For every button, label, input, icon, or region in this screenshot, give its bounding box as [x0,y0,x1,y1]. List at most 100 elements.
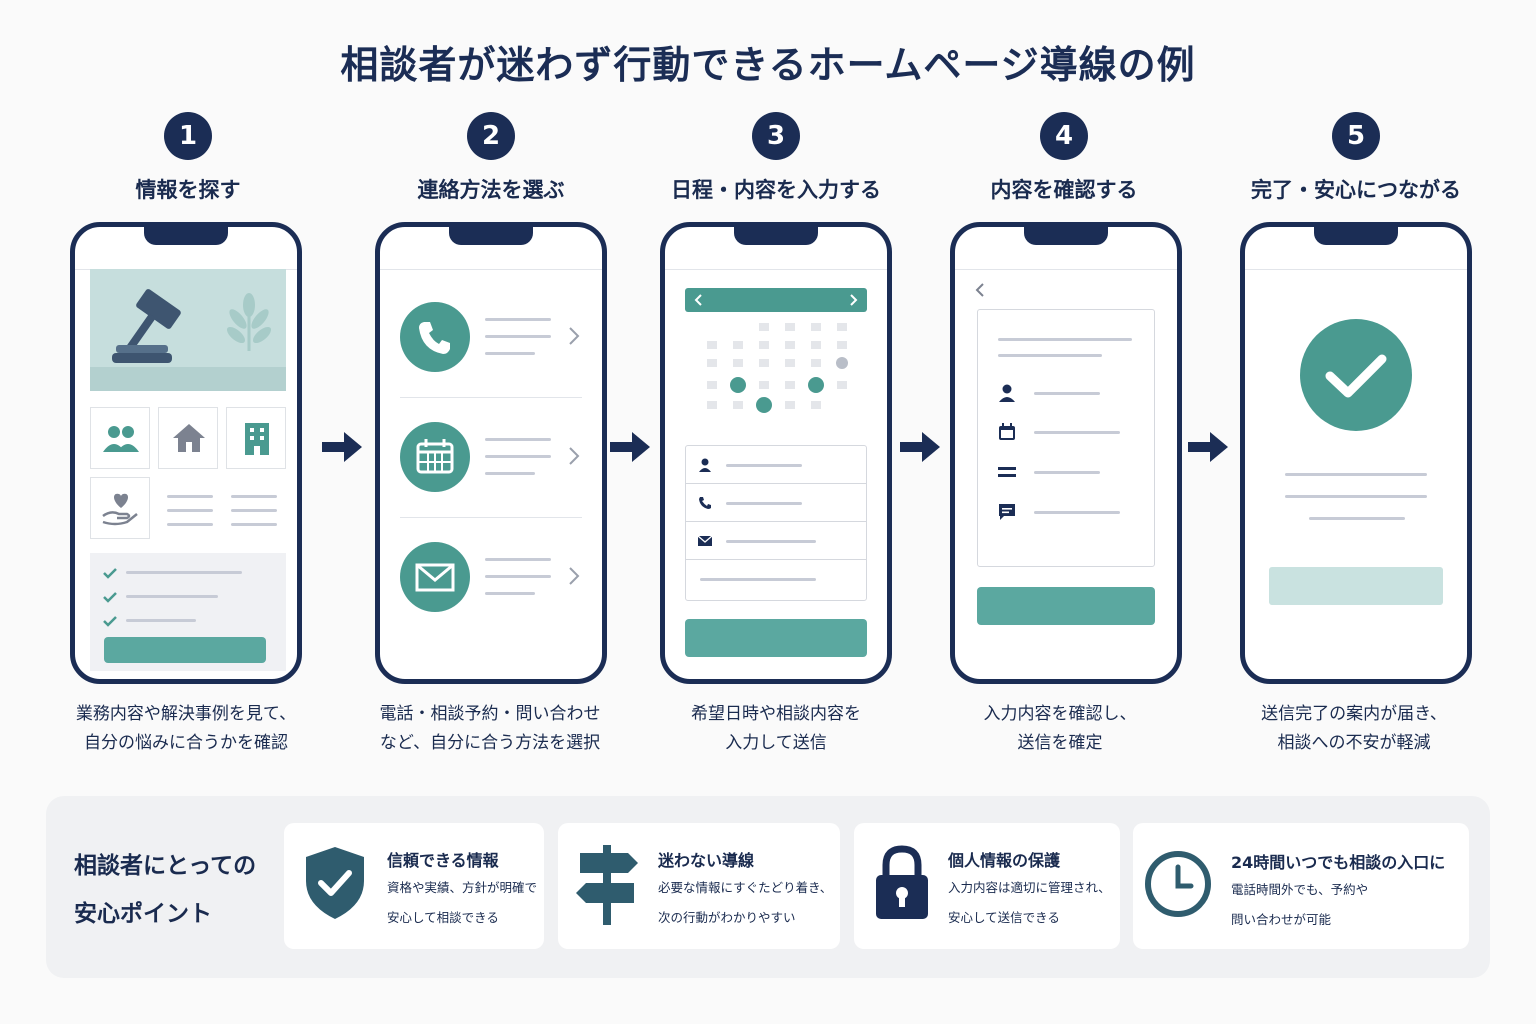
divider [665,269,887,270]
card-description-line: 入力内容は適切に管理され、 [948,880,1111,895]
step-2-header: 2 連絡方法を選ぶ [341,112,641,204]
calendar-grid[interactable] [685,319,867,419]
step-2-description: 電話・相談予約・問い合わせ など、自分に合う方法を選択 [330,700,650,758]
name-field[interactable] [686,446,866,484]
point-card-24hours: 24時間いつでも相談の入口に 電話時間外でも、予約や 問い合わせが可能 [1133,823,1469,949]
chevron-left-icon[interactable] [693,293,703,307]
step-1-description: 業務内容や解決事例を見て、 自分の悩みに合うかを確認 [26,700,346,758]
chevron-right-icon [569,447,580,465]
leaf-icon [226,293,272,351]
message-icon [999,504,1015,520]
divider [1245,269,1467,270]
step-4-header: 4 内容を確認する [914,112,1214,204]
text-line [1034,471,1100,474]
phone-notch [734,227,818,245]
phone-step-2 [375,222,607,684]
arrow-right-icon [1188,432,1228,462]
panel-heading: 相談者にとっての 安心ポイント [74,842,274,938]
text-line [1309,517,1405,520]
divider [400,397,582,398]
card-title: 24時間いつでも相談の入口に [1231,853,1446,872]
phone-step-4 [950,222,1182,684]
contact-option-reservation[interactable] [380,402,602,512]
card-description: 資格や実績、方針が明確で 安心して相談できる [387,873,537,933]
description-line: など、自分に合う方法を選択 [379,733,601,753]
mail-icon [697,535,713,546]
card-description-line: 電話時間外でも、予約や [1231,882,1369,897]
description-line: 電話・相談予約・問い合わせ [379,704,601,724]
submit-button[interactable] [685,619,867,657]
text-line [998,354,1102,357]
phone-notch [144,227,228,245]
panel-heading-line: 相談者にとっての [74,853,257,879]
text-line [1285,495,1427,498]
category-tile[interactable] [226,407,286,469]
gavel-icon [112,289,181,363]
check-icon [103,568,117,579]
phone-icon [699,497,711,509]
message-field[interactable] [686,560,866,600]
description-line: 自分の悩みに合うかを確認 [84,733,288,753]
card-title: 個人情報の保護 [948,851,1061,870]
hero-banner [90,269,286,391]
description-line: 相談への不安が軽減 [1277,733,1431,753]
card-description-line: 問い合わせが可能 [1231,912,1332,927]
card-description: 必要な情報にすぐたどり着き、 次の行動がわかりやすい [658,873,832,933]
contact-option-mail[interactable] [380,522,602,632]
person-icon [999,384,1015,402]
step-number: 3 [752,112,800,160]
step-3-header: 3 日程・内容を入力する [626,112,926,204]
step-title: 連絡方法を選ぶ [417,178,565,202]
step-1-header: 1 情報を探す [38,112,338,204]
category-tile[interactable] [90,477,150,539]
text-line [126,571,242,574]
people-icon [103,426,139,452]
email-field[interactable] [686,522,866,560]
step-title: 日程・内容を入力する [671,178,881,202]
building-icon [245,423,269,455]
calendar-icon [400,422,470,492]
confirm-button[interactable] [977,587,1155,625]
step-title: 内容を確認する [990,178,1138,202]
card-description: 入力内容は適切に管理され、 安心して送信できる [948,873,1111,933]
phone-step-3 [660,222,892,684]
contact-option-phone[interactable] [380,282,602,392]
divider [955,269,1177,270]
text-line [485,558,551,561]
category-tile[interactable] [158,407,218,469]
category-tile[interactable] [90,407,150,469]
chevron-right-icon[interactable] [849,293,859,307]
text-line [726,502,802,505]
card-description-line: 必要な情報にすぐたどり着き、 [658,880,833,895]
card-description-line: 次の行動がわかりやすい [658,910,796,925]
chevron-right-icon [569,567,580,585]
consult-button[interactable] [104,637,266,663]
step-4-description: 入力内容を確認し、 送信を確定 [900,700,1220,758]
divider [400,517,582,518]
signpost-icon [576,845,638,925]
back-chevron-icon[interactable] [975,282,985,298]
clock-icon [1145,851,1211,917]
step-5-description: 送信完了の案内が届き、 相談への不安が軽減 [1194,700,1514,758]
divider [380,269,602,270]
phone-field[interactable] [686,484,866,522]
phone-notch [449,227,533,245]
step-number: 4 [1040,112,1088,160]
text-line [485,575,551,578]
text-line [998,338,1132,341]
confirmation-card [977,309,1155,567]
text-line [167,509,213,512]
home-button[interactable] [1269,567,1443,605]
arrow-right-icon [322,432,362,462]
check-icon [103,616,117,627]
checklist-box [90,553,286,671]
card-description: 電話時間外でも、予約や 問い合わせが可能 [1231,875,1368,935]
point-card-navigation: 迷わない導線 必要な情報にすぐたどり着き、 次の行動がわかりやすい [558,823,840,949]
description-line: 希望日時や相談内容を [691,704,861,724]
mail-icon [400,542,470,612]
phone-icon [400,302,470,372]
description-line: 送信を確定 [1017,733,1103,753]
text-line [726,540,816,543]
calendar-icon [999,423,1015,440]
text-line [1285,473,1427,476]
